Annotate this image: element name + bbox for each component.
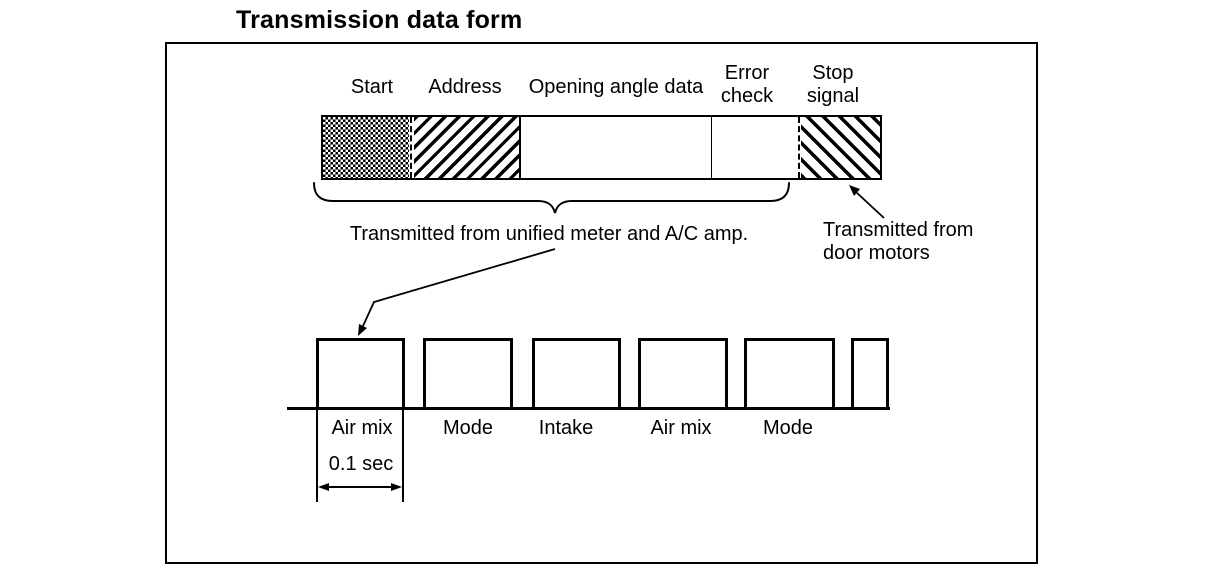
segment-start xyxy=(323,117,409,178)
pulse xyxy=(316,338,405,407)
pulse xyxy=(532,338,621,407)
pulse-label-intake: Intake xyxy=(538,417,594,439)
divider-error-stop xyxy=(798,117,800,178)
segment-label-address: Address xyxy=(428,76,502,98)
segment-error-check xyxy=(712,117,798,178)
pulse xyxy=(744,338,835,407)
pulse xyxy=(423,338,513,407)
data-frame-bar xyxy=(321,115,882,180)
pulse-label-mode-2: Mode xyxy=(762,417,814,439)
segment-label-start: Start xyxy=(350,76,394,98)
segment-label-opening-angle-data: Opening angle data xyxy=(528,76,704,98)
pulse-label-air-mix-1: Air mix xyxy=(331,417,393,439)
segment-label-stop-signal: Stop signal xyxy=(806,62,860,107)
divider-start-address xyxy=(410,117,412,178)
segment-address xyxy=(414,117,520,178)
segment-opening-angle-data xyxy=(521,117,711,178)
divider-opening-error xyxy=(711,117,712,178)
pulse-label-mode-1: Mode xyxy=(442,417,494,439)
caption-unified-meter: Transmitted from unified meter and A/C a… xyxy=(349,223,749,245)
pulse-label-air-mix-2: Air mix xyxy=(650,417,712,439)
segment-label-error-check: Error check xyxy=(720,62,774,107)
signal-baseline xyxy=(287,407,890,410)
diagram-title: Transmission data form xyxy=(236,6,523,34)
duration-label: 0.1 sec xyxy=(328,453,394,475)
divider-address-opening xyxy=(519,117,521,178)
segment-stop-signal xyxy=(801,117,880,178)
pulse xyxy=(638,338,728,407)
caption-door-motors: Transmitted from door motors xyxy=(823,219,974,264)
pulse-partial xyxy=(851,338,889,407)
